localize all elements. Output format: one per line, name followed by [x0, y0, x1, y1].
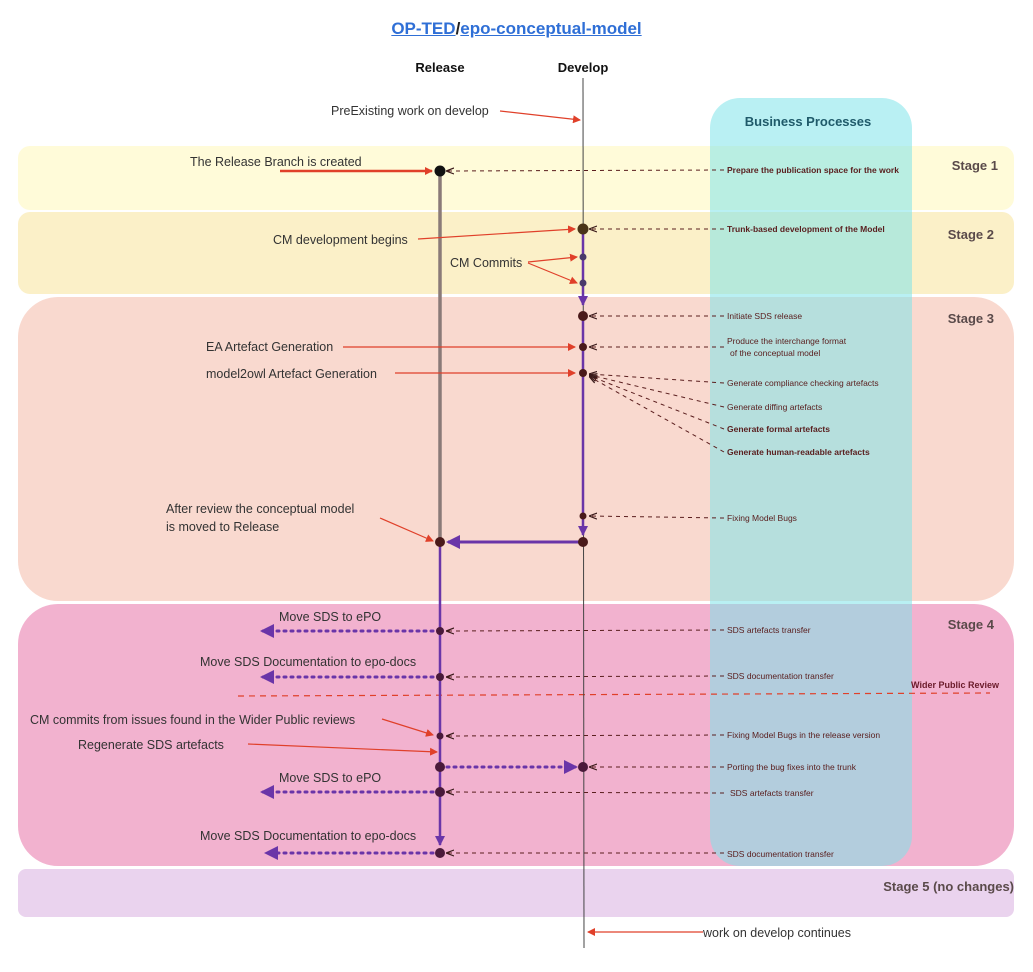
stage5-label: Stage 5 (no changes) [883, 879, 1014, 894]
process-label: Generate human-readable artefacts [727, 447, 870, 457]
business-processes-column [710, 98, 912, 866]
annotation-after-review-1: After review the conceptual model [166, 502, 354, 516]
process-label: Fixing Model Bugs [727, 513, 797, 523]
process-labels: Prepare the publication space for the wo… [727, 165, 899, 859]
stage5-band [18, 869, 1014, 917]
annotation-model2owl: model2owl Artefact Generation [206, 367, 377, 381]
wider-review-label: Wider Public Review [911, 680, 1000, 690]
page-title: OP-TED/epo-conceptual-model [0, 19, 1033, 39]
annotation-release-created: The Release Branch is created [190, 155, 362, 169]
process-label: Porting the bug fixes into the trunk [727, 762, 857, 772]
stage3-label: Stage 3 [948, 311, 994, 326]
process-label: Produce the interchange format [727, 336, 847, 346]
annotation-cm-dev-begins: CM development begins [273, 233, 408, 247]
process-label: SDS artefacts transfer [730, 788, 814, 798]
business-processes-heading: Business Processes [745, 114, 871, 129]
annotation-ea-generation: EA Artefact Generation [206, 340, 333, 354]
annotation-work-continues: work on develop continues [702, 926, 851, 940]
org-link[interactable]: OP-TED [391, 19, 456, 38]
process-label: of the conceptual model [730, 348, 820, 358]
annotation-labels: PreExisting work on develop The Release … [30, 104, 851, 940]
process-label: Fixing Model Bugs in the release version [727, 730, 880, 740]
process-label: SDS documentation transfer [727, 849, 834, 859]
annotation-arrows [247, 110, 703, 936]
commit-nodes [434, 165, 589, 858]
process-label: Generate compliance checking artefacts [727, 378, 879, 388]
annotation-move-sds-epo-2: Move SDS to ePO [279, 771, 381, 785]
annotation-after-review-2: is moved to Release [166, 520, 279, 534]
annotation-cm-commits-issues: CM commits from issues found in the Wide… [30, 713, 355, 727]
process-label: Initiate SDS release [727, 311, 802, 321]
annotation-regenerate-sds: Regenerate SDS artefacts [78, 738, 224, 752]
process-label: Trunk-based development of the Model [727, 224, 885, 234]
repo-link[interactable]: epo-conceptual-model [460, 19, 642, 38]
annotation-move-sds-epo-1: Move SDS to ePO [279, 610, 381, 624]
title-separator: / [455, 19, 461, 38]
annotation-preexisting: PreExisting work on develop [331, 104, 489, 118]
stage2-label: Stage 2 [948, 227, 994, 242]
stage4-label: Stage 4 [948, 617, 995, 632]
process-label: Generate diffing artefacts [727, 402, 822, 412]
annotation-move-sds-docs-1: Move SDS Documentation to epo-docs [200, 655, 416, 669]
process-label: SDS documentation transfer [727, 671, 834, 681]
wider-review-line [237, 692, 991, 697]
stage1-label: Stage 1 [952, 158, 998, 173]
annotation-move-sds-docs-2: Move SDS Documentation to epo-docs [200, 829, 416, 843]
annotation-cm-commits: CM Commits [450, 256, 522, 270]
release-column-label: Release [415, 60, 465, 75]
process-label: Generate formal artefacts [727, 424, 830, 434]
process-label: Prepare the publication space for the wo… [727, 165, 899, 175]
process-label: SDS artefacts transfer [727, 625, 811, 635]
develop-column-label: Develop [557, 60, 609, 75]
process-connectors [447, 170, 725, 853]
